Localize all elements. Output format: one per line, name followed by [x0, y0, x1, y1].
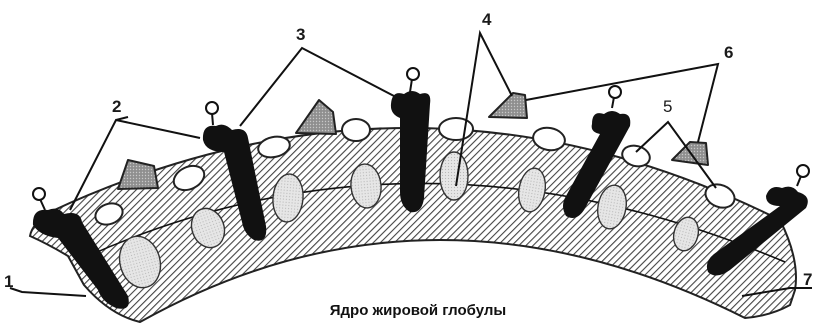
label-4: 4 [482, 10, 492, 29]
label-6: 6 [724, 43, 733, 62]
core-caption: Ядро жировой глобулы [330, 302, 506, 319]
label-2: 2 [112, 97, 121, 116]
label-5: 5 [663, 97, 672, 116]
label-7: 7 [803, 270, 812, 289]
label-1: 1 [4, 272, 13, 291]
label-3: 3 [296, 25, 305, 44]
